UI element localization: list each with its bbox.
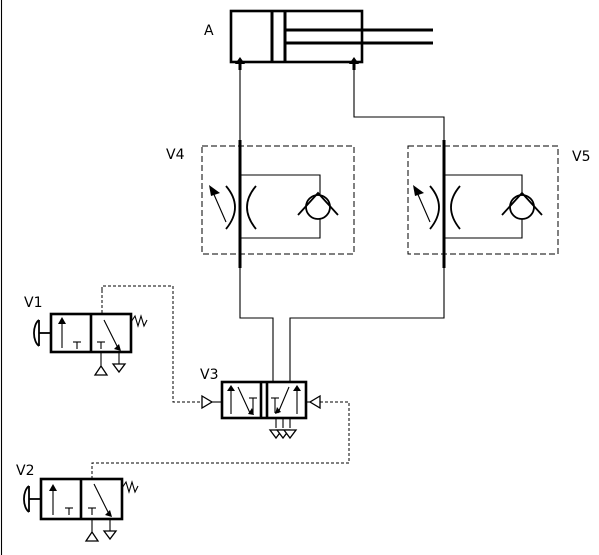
check-valve-icon (509, 194, 535, 220)
cylinder-label: A (204, 23, 214, 39)
pilot-left-icon (201, 394, 214, 410)
cylinder-a[interactable] (229, 9, 433, 70)
exhaust-icon (111, 363, 127, 374)
push-valve-v1-label: V1 (24, 295, 42, 311)
push-valve-v2[interactable] (23, 477, 139, 542)
port-icon (235, 57, 245, 64)
flow-valve-v4-label: V4 (166, 147, 185, 163)
supply-icon (84, 530, 100, 542)
check-valve-icon (305, 194, 331, 220)
spring-icon (121, 480, 139, 494)
adjust-arrow-icon (211, 189, 227, 223)
pipe (353, 70, 445, 140)
pipe (289, 268, 445, 382)
flow-valve-v5[interactable] (407, 140, 559, 268)
pilot-line-v2 (91, 401, 350, 478)
flow-valve-v4[interactable] (201, 140, 355, 268)
exhaust-icon (102, 530, 118, 541)
main-valve-v3[interactable] (201, 380, 321, 440)
port-icon (349, 57, 359, 64)
adjust-arrow-icon (415, 189, 431, 223)
main-valve-v3-label: V3 (200, 367, 218, 383)
flow-valve-v5-label: V5 (572, 149, 590, 165)
push-valve-v2-label: V2 (16, 463, 34, 479)
exhaust-icon (282, 429, 298, 440)
supply-icon (93, 364, 109, 376)
pilot-right-icon (308, 394, 321, 410)
pilot-line-v1 (101, 285, 202, 403)
pipe (239, 268, 274, 382)
spring-icon (130, 314, 148, 328)
push-valve-v1[interactable] (33, 290, 148, 376)
